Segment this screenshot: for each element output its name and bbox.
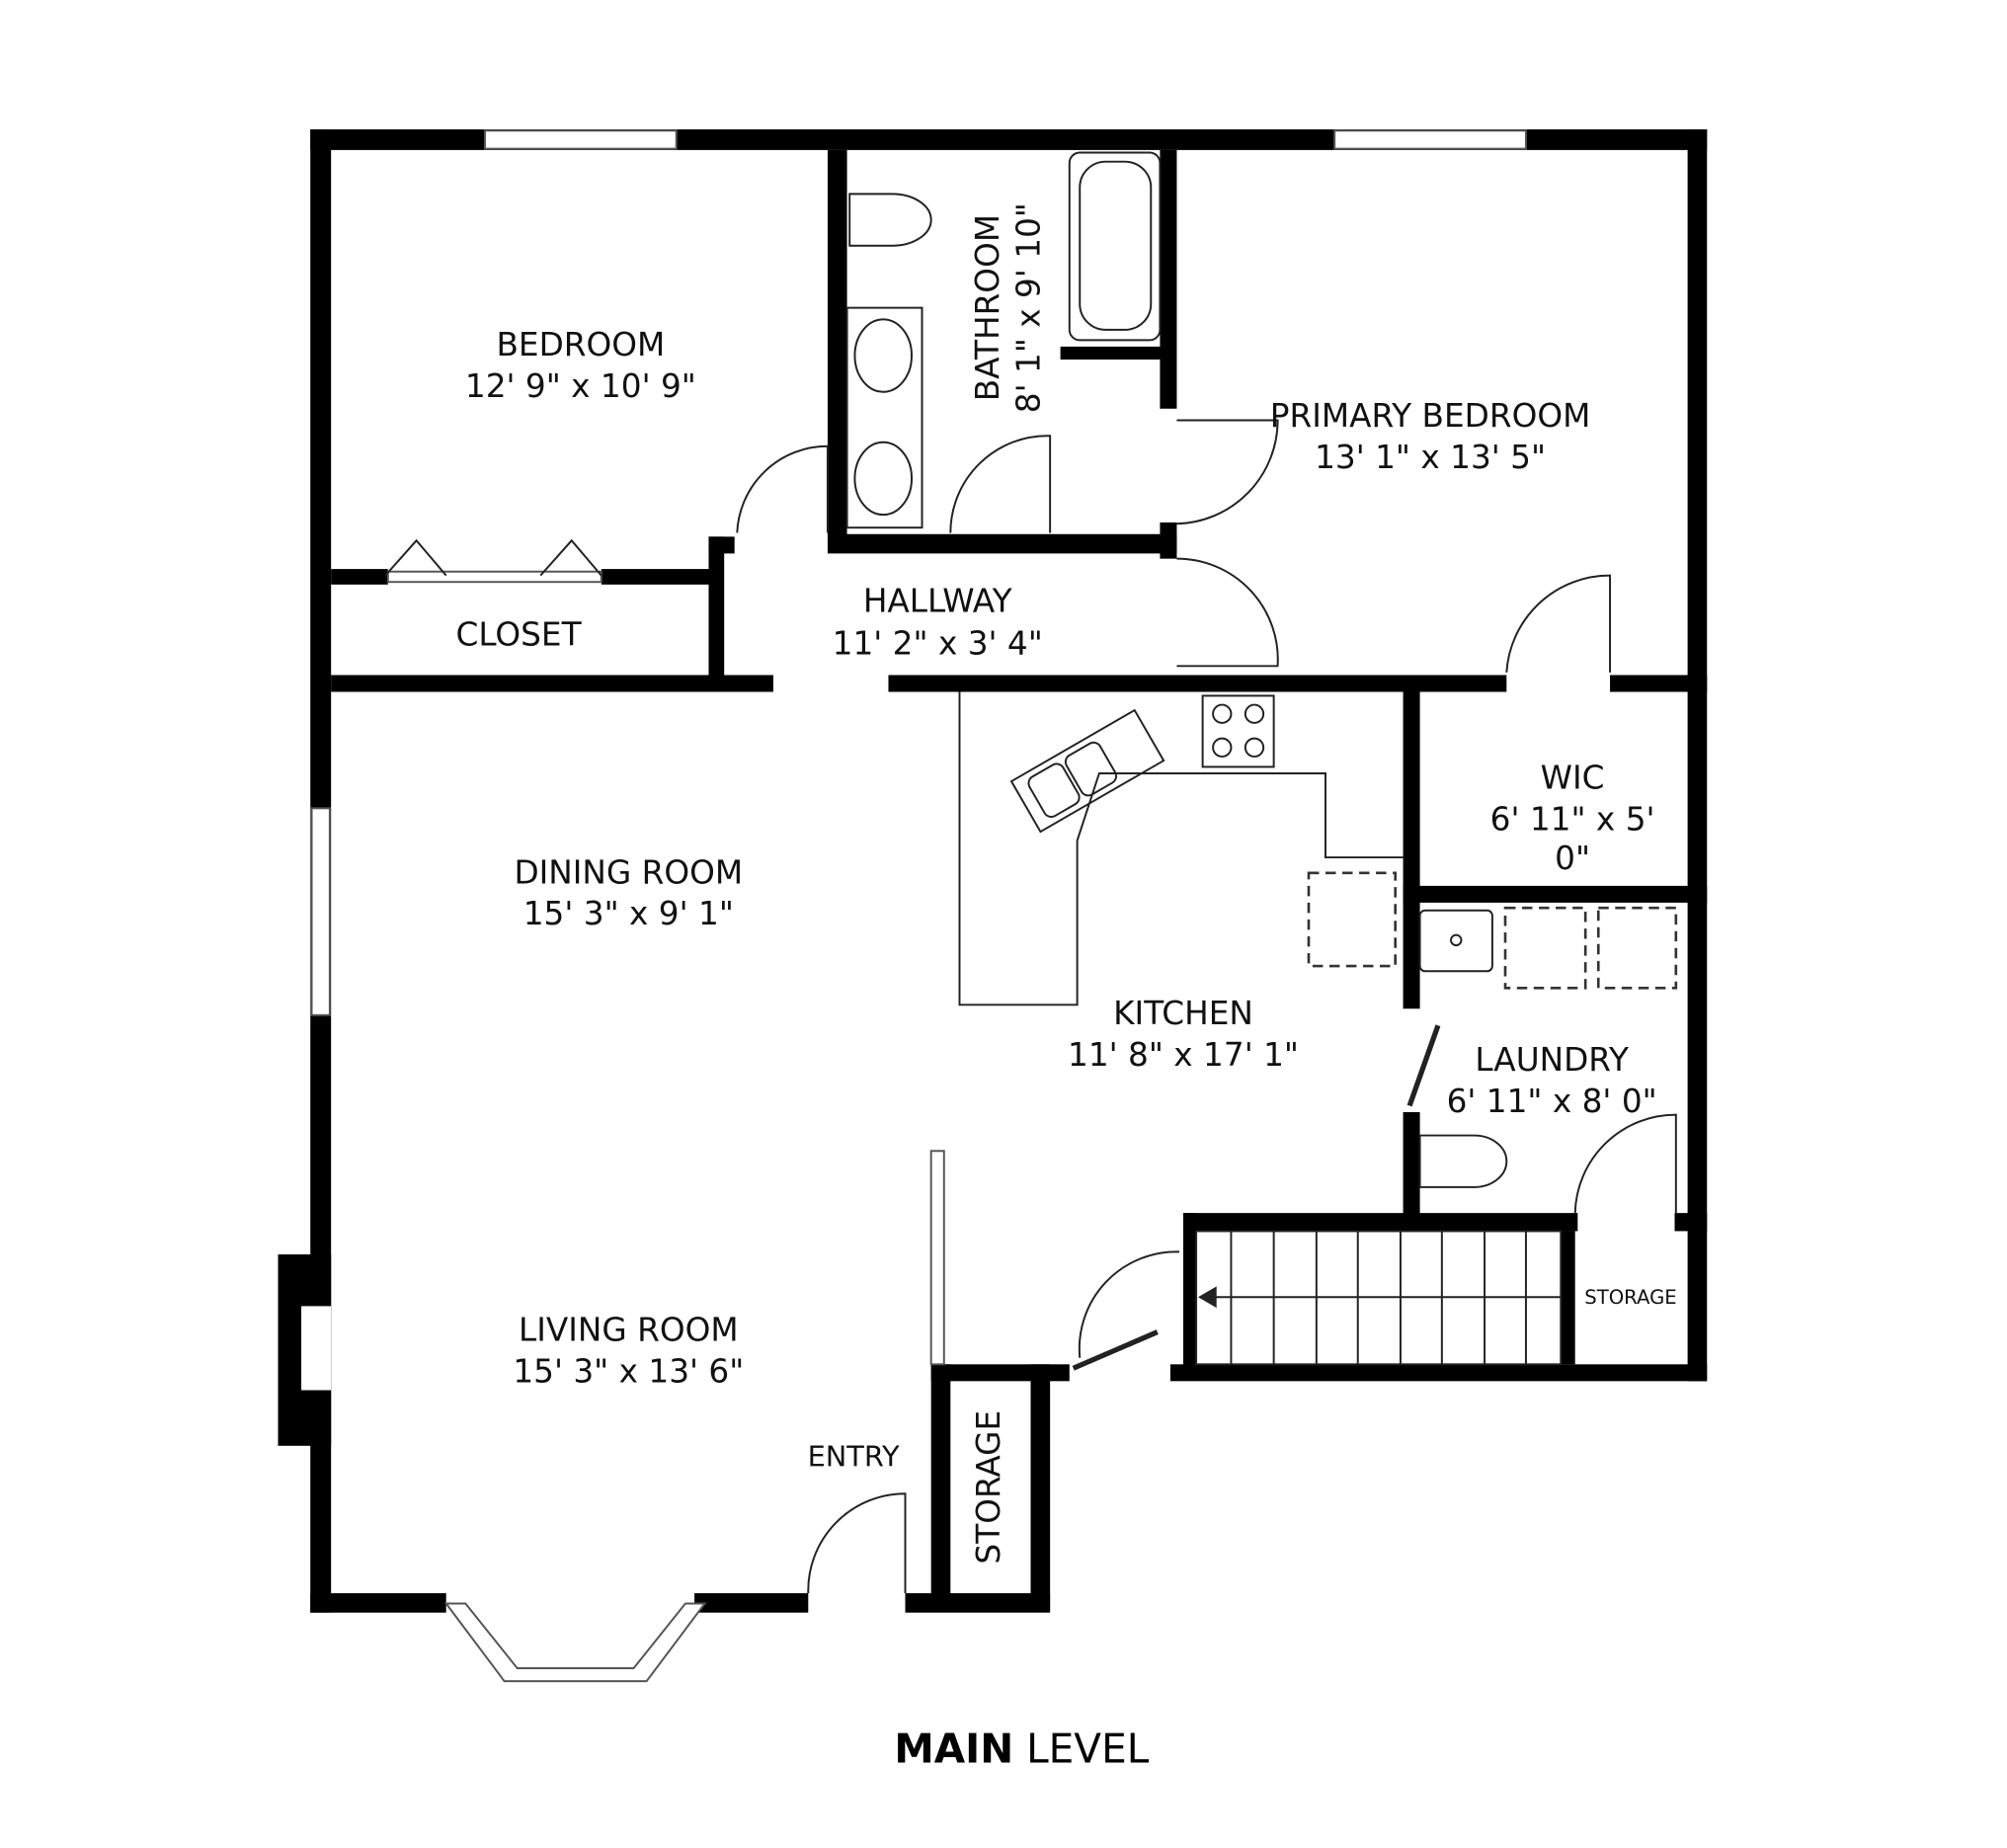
room-dims-dining-room: 15' 3" x 9' 1": [523, 895, 734, 932]
room-labels: BEDROOM 12' 9" x 10' 9" BATHROOM 8' 1" x…: [455, 202, 1676, 1565]
room-dims-hallway: 11' 2" x 3' 4": [833, 625, 1043, 663]
room-name-bathroom: BATHROOM: [969, 214, 1006, 401]
bathtub: [1068, 151, 1162, 342]
walls: [278, 128, 1708, 1613]
kitchen-counter: [958, 691, 1404, 1006]
door-swing: [1176, 557, 1279, 668]
room-name-wic: WIC: [1541, 760, 1605, 797]
room-dims-laundry: 6' 11" x 8' 0": [1447, 1083, 1657, 1120]
room-dims-kitchen: 11' 8" x 17' 1": [1068, 1036, 1299, 1074]
room-name-living-room: LIVING ROOM: [519, 1312, 739, 1349]
laundry-sink: [1418, 909, 1493, 973]
door-swing: [736, 444, 829, 533]
door-swing: [949, 435, 1052, 533]
door-swing: [1078, 1250, 1180, 1358]
room-name-closet: CLOSET: [455, 615, 582, 653]
room-name-laundry: LAUNDRY: [1475, 1041, 1630, 1079]
room-dims-wic-2: 0": [1555, 840, 1590, 877]
room-name-dining-room: DINING ROOM: [514, 853, 743, 891]
room-name-primary-bedroom: PRIMARY BEDROOM: [1270, 397, 1591, 435]
toilet-icon: [848, 193, 932, 247]
room-dims-bedroom: 12' 9" x 10' 9": [465, 367, 696, 405]
room-name-hallway: HALLWAY: [863, 582, 1013, 619]
room-name-storage-entry: STORAGE: [970, 1410, 1007, 1565]
sink-icon: [1009, 708, 1165, 834]
door-swing: [1573, 1113, 1677, 1214]
room-dims-living-room: 15' 3" x 13' 6": [513, 1353, 744, 1391]
room-name-kitchen: KITCHEN: [1113, 995, 1253, 1032]
fixtures: [384, 151, 1678, 1594]
windows: [310, 129, 1527, 1683]
room-name-storage-stairs: STORAGE: [1584, 1286, 1676, 1309]
stairs: [1195, 1230, 1563, 1366]
room-dims-bathroom: 8' 1" x 9' 10": [1010, 202, 1048, 413]
room-name-entry: ENTRY: [808, 1440, 900, 1474]
floor-title: MAIN LEVEL: [894, 1726, 1149, 1773]
door-swing: [1505, 574, 1612, 673]
toilet-icon: [1418, 1134, 1508, 1188]
vanity: [845, 306, 923, 529]
room-name-bedroom: BEDROOM: [496, 326, 665, 363]
door-swing: [807, 1492, 907, 1594]
room-dims-wic: 6' 11" x 5': [1490, 801, 1655, 839]
stove-icon: [1201, 694, 1275, 768]
bay-window: [443, 1602, 707, 1683]
door-swing: [1176, 419, 1279, 525]
room-dims-primary-bedroom: 13' 1" x 13' 5": [1315, 439, 1546, 476]
